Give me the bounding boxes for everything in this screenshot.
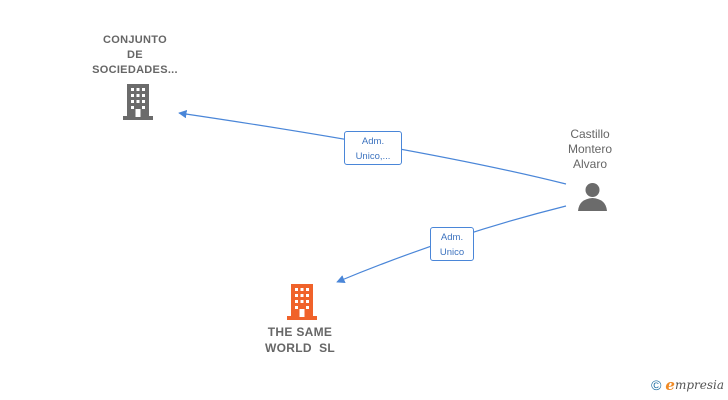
empresia-logo-initial: e: [665, 376, 675, 394]
building-icon[interactable]: [121, 84, 155, 120]
edge-label-line-1: Adm.: [361, 136, 385, 147]
building-icon[interactable]: [285, 284, 319, 320]
person-icon[interactable]: [577, 182, 608, 212]
same-world-label[interactable]: THE SAME WORLD SL: [240, 324, 360, 356]
empresia-watermark: © e mpresia: [651, 376, 724, 394]
conjunto-label-line-1: CONJUNTO: [103, 34, 167, 46]
conjunto-label-line-3: SOCIEDADES...: [92, 64, 178, 76]
edge-label-adm-unico-same-world[interactable]: Adm. Unico: [430, 227, 474, 261]
conjunto-label[interactable]: CONJUNTO DE SOCIEDADES...: [74, 33, 196, 78]
conjunto-label-line-2: DE: [127, 49, 143, 61]
copyright-symbol: ©: [651, 377, 662, 393]
edge-label-line-2: Unico: [439, 247, 465, 258]
edge-label-line-2: Unico,...: [355, 151, 391, 162]
castillo-label[interactable]: Castillo Montero Alvaro: [545, 127, 635, 172]
empresia-logo-text: mpresia: [674, 378, 724, 392]
same-world-label-line-2: WORLD SL: [264, 341, 336, 355]
same-world-label-line-1: THE SAME: [267, 325, 333, 339]
castillo-label-line-3: Alvaro: [572, 157, 607, 171]
castillo-label-line-1: Castillo: [570, 127, 610, 141]
castillo-label-line-2: Montero: [567, 142, 613, 156]
edge-label-line-1: Adm.: [440, 232, 464, 243]
edge-label-adm-unico-conjunto[interactable]: Adm. Unico,...: [344, 131, 402, 165]
